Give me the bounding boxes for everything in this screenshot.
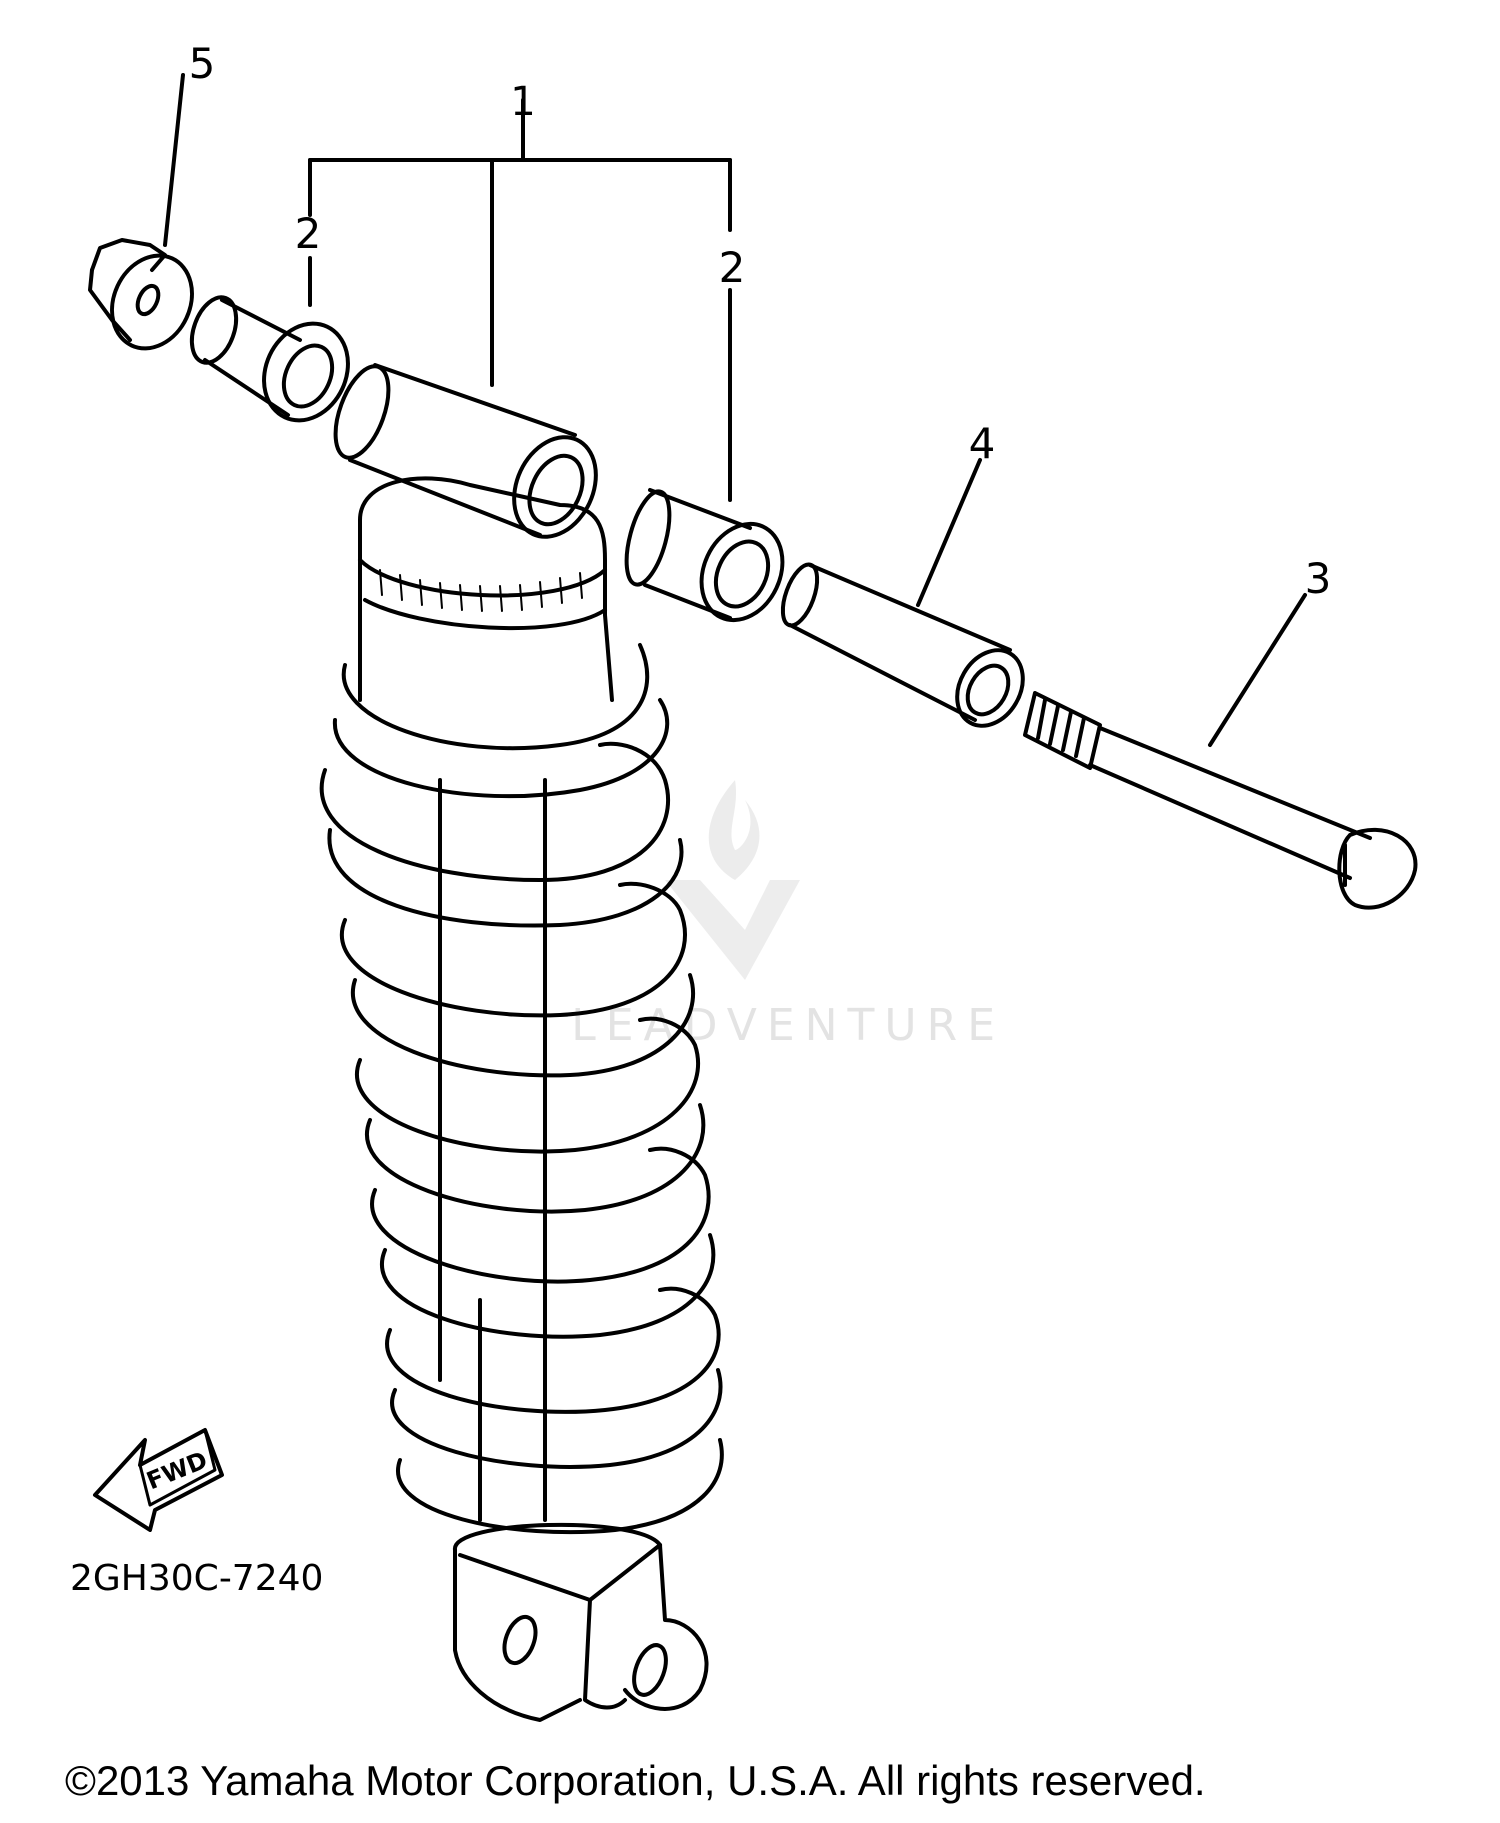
fwd-arrow-icon bbox=[93, 1428, 224, 1532]
collar-part-left bbox=[189, 295, 350, 423]
spacer-part bbox=[780, 562, 1025, 728]
diagram-code: 2GH30C-7240 bbox=[70, 1558, 323, 1599]
leader-lines bbox=[163, 73, 1307, 747]
callout-1: 1 bbox=[510, 79, 535, 125]
callout-2-left: 2 bbox=[295, 209, 322, 258]
watermark-text: LEADVENTURE bbox=[571, 1000, 1005, 1051]
bolt-part bbox=[1023, 691, 1418, 910]
callout-4: 4 bbox=[969, 419, 996, 468]
watermark-logo bbox=[665, 780, 800, 980]
copyright-text: ©2013 Yamaha Motor Corporation, U.S.A. A… bbox=[65, 1757, 1206, 1804]
callout-2-right: 2 bbox=[719, 243, 746, 292]
shock-absorber bbox=[319, 476, 724, 1722]
callout-5: 5 bbox=[189, 39, 216, 88]
collar-part-right bbox=[624, 488, 785, 623]
nut-part bbox=[88, 238, 194, 351]
callout-3: 3 bbox=[1305, 554, 1332, 603]
sleeve-part bbox=[333, 363, 598, 539]
